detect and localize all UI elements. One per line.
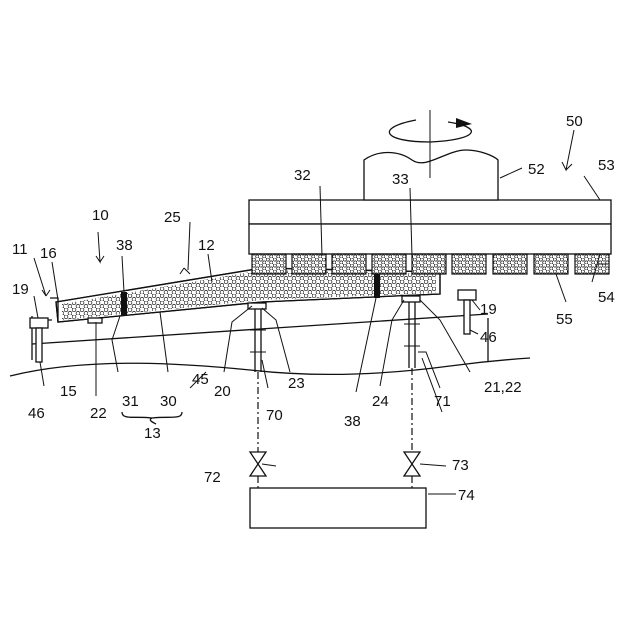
label-54: 54 bbox=[598, 289, 615, 306]
label-52: 52 bbox=[528, 161, 545, 178]
clamp-19-left bbox=[30, 318, 48, 328]
label-32: 32 bbox=[294, 167, 311, 184]
pads-55 bbox=[252, 254, 609, 274]
groove-38-right bbox=[374, 272, 380, 298]
label-11: 11 bbox=[12, 241, 28, 258]
label-13: 13 bbox=[144, 425, 161, 442]
label-22: 22 bbox=[90, 405, 107, 422]
label-46-right: 46 bbox=[480, 329, 497, 346]
label-19-right: 19 bbox=[480, 301, 497, 318]
label-38-left: 38 bbox=[116, 237, 133, 254]
shaft-70-ticks bbox=[250, 330, 266, 352]
label-70: 70 bbox=[266, 407, 283, 424]
foot-24 bbox=[402, 296, 420, 302]
label-23: 23 bbox=[288, 375, 305, 392]
label-72: 72 bbox=[204, 469, 221, 486]
valve-72-top bbox=[250, 452, 266, 464]
label-30: 30 bbox=[160, 393, 177, 410]
label-38-right: 38 bbox=[344, 413, 361, 430]
label-53: 53 bbox=[598, 157, 615, 174]
label-46-left: 46 bbox=[28, 405, 45, 422]
label-45: 45 bbox=[192, 371, 209, 388]
label-73: 73 bbox=[452, 457, 469, 474]
label-55: 55 bbox=[556, 311, 573, 328]
label-24: 24 bbox=[372, 393, 389, 410]
label-33: 33 bbox=[392, 171, 409, 188]
valve-73-top bbox=[404, 452, 420, 464]
label-19-left: 19 bbox=[12, 281, 29, 298]
label-50: 50 bbox=[566, 113, 583, 130]
label-12: 12 bbox=[198, 237, 215, 254]
brace-13 bbox=[122, 412, 182, 424]
spindle-52 bbox=[364, 150, 498, 200]
carrier-53 bbox=[249, 200, 611, 224]
label-10: 10 bbox=[92, 207, 109, 224]
bolt-46-right bbox=[464, 300, 470, 334]
label-21-22: 21,22 bbox=[484, 379, 522, 396]
label-20: 20 bbox=[214, 383, 231, 400]
clamp-19-right bbox=[458, 290, 476, 300]
foot-20 bbox=[248, 303, 266, 309]
valve-72-bottom bbox=[250, 464, 266, 476]
base-45 bbox=[10, 358, 530, 376]
supply-74 bbox=[250, 488, 426, 528]
groove-38-left bbox=[121, 292, 127, 316]
valve-73-bottom bbox=[404, 464, 420, 476]
rotation-arrow-head bbox=[456, 118, 472, 128]
label-74: 74 bbox=[458, 487, 475, 504]
bolt-46-left bbox=[36, 328, 42, 362]
plate-54 bbox=[249, 224, 611, 254]
label-16: 16 bbox=[40, 245, 57, 262]
foot-22 bbox=[88, 318, 102, 323]
label-31: 31 bbox=[122, 393, 139, 410]
shaft-71-ticks bbox=[404, 324, 420, 346]
label-71: 71 bbox=[434, 393, 451, 410]
label-15: 15 bbox=[60, 383, 77, 400]
label-25: 25 bbox=[164, 209, 181, 226]
